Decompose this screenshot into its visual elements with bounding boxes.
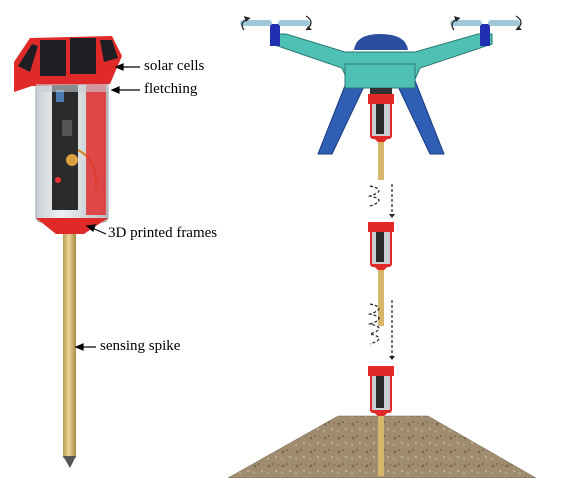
label-fletching: fletching [144,82,197,97]
electronics-board [52,80,78,210]
motor-left [270,24,280,46]
3d-printed-frame [86,75,106,215]
spin-arrows-1 [370,184,395,218]
spike-tip [63,456,76,468]
sensor-probe [14,36,122,468]
drone-dome [354,34,408,50]
label-solar-cells: solar cells [144,59,204,74]
sensing-spike [63,232,76,458]
drone-leg-left [318,78,368,154]
drone-leg-right [394,78,444,154]
label-3d-printed-frames: 3D printed frames [108,226,217,241]
bottom-frame-cone [36,218,108,234]
probe-stage-1 [368,94,394,180]
label-sensing-spike: sensing spike [100,339,180,354]
motor-right [480,24,490,46]
probe-stage-2 [368,222,394,326]
